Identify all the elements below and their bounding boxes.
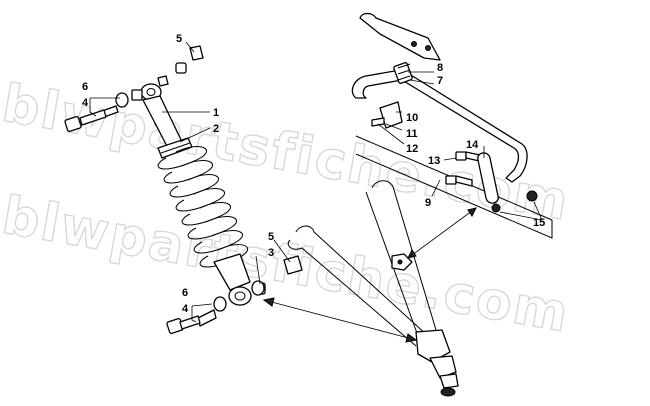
callout-4-lower: 4 bbox=[182, 303, 189, 315]
callout-9: 9 bbox=[425, 197, 431, 209]
callout-4-upper: 4 bbox=[82, 97, 89, 109]
callout-3: 3 bbox=[268, 247, 274, 259]
sway-bar-link bbox=[445, 151, 538, 213]
callout-2: 2 bbox=[213, 123, 219, 135]
callout-14: 14 bbox=[466, 139, 479, 151]
shock-absorber bbox=[140, 75, 252, 306]
leader-lines bbox=[89, 41, 543, 323]
callout-6-lower: 6 bbox=[182, 287, 188, 299]
callout-10: 10 bbox=[406, 112, 418, 124]
callout-12: 12 bbox=[406, 143, 418, 155]
callout-11: 11 bbox=[406, 128, 418, 140]
callouts: 1 2 3 4 4 5 5 6 6 7 8 9 10 11 12 13 14 1… bbox=[82, 33, 545, 315]
callout-5-lower: 5 bbox=[268, 231, 274, 243]
callout-7: 7 bbox=[437, 75, 443, 87]
shock-lower-hardware bbox=[166, 255, 303, 334]
sway-bar-assembly bbox=[351, 12, 553, 239]
shock-upper-hardware bbox=[64, 45, 204, 132]
a-arm bbox=[287, 180, 459, 397]
callout-6-upper: 6 bbox=[82, 81, 88, 93]
callout-8: 8 bbox=[437, 62, 443, 74]
callout-15: 15 bbox=[533, 217, 545, 229]
watermark: blwpartsfiche.com blwpartsfiche.com bbox=[0, 73, 575, 345]
callout-5-upper: 5 bbox=[176, 33, 182, 45]
reference-arrows bbox=[262, 207, 477, 343]
callout-1: 1 bbox=[213, 107, 219, 119]
callout-13: 13 bbox=[428, 155, 440, 167]
coil-spring bbox=[157, 146, 249, 268]
